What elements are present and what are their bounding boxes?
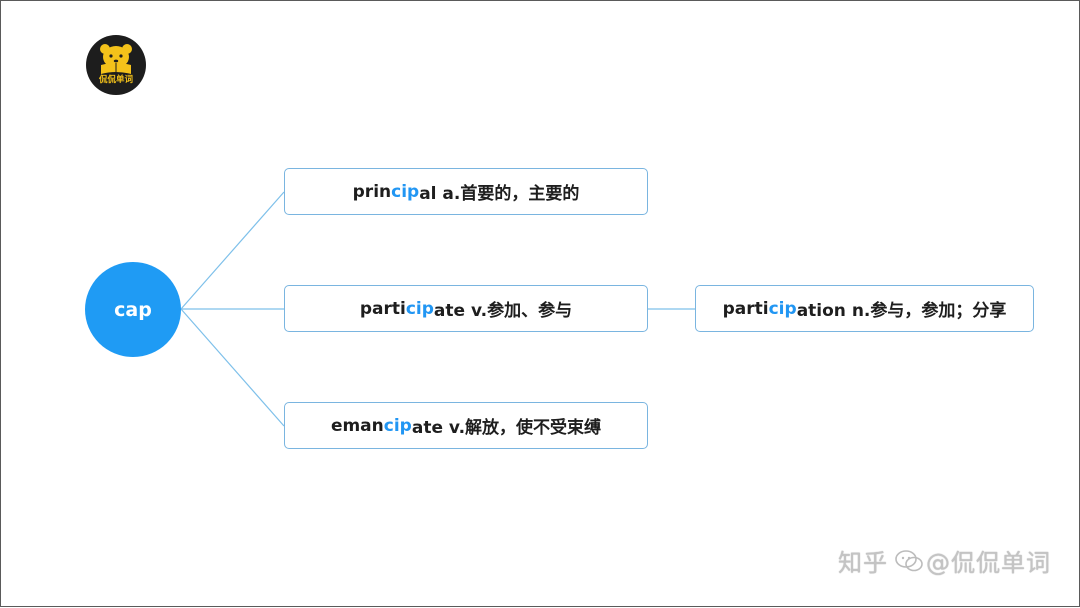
node-root-highlight: cip (391, 181, 420, 202)
node-text-prefix: eman (330, 415, 384, 436)
root-label: cap (114, 298, 152, 321)
wechat-icon (895, 549, 923, 571)
node-text-suffix: ate v.解放，使不受束缚 (411, 418, 602, 438)
node-text-suffix: al a.首要的，主要的 (419, 184, 580, 204)
node-root-highlight: cip (405, 298, 434, 319)
node-root-highlight: cip (768, 298, 797, 319)
bear-book-icon (100, 44, 132, 74)
node-text-prefix: parti (722, 298, 769, 319)
node-text-suffix: ation n.参与，参加；分享 (796, 301, 1007, 321)
brand-logo: 侃侃单词 (86, 35, 146, 95)
connector-root-principal (180, 191, 285, 310)
watermark-prefix: 知乎 (838, 549, 888, 577)
root-node-cap: cap (85, 262, 181, 357)
logo-caption: 侃侃单词 (98, 75, 133, 85)
watermark-handle: @侃侃单词 (926, 549, 1051, 577)
node-text-prefix: parti (359, 298, 406, 319)
node-text-prefix: prin (352, 181, 392, 202)
node-text-suffix: ate v.参加、参与 (433, 301, 573, 321)
zhihu-watermark: 知乎 @侃侃单词 (838, 543, 1051, 578)
node-root-highlight: cip (383, 415, 412, 436)
connector-root-emancipate (180, 308, 285, 427)
